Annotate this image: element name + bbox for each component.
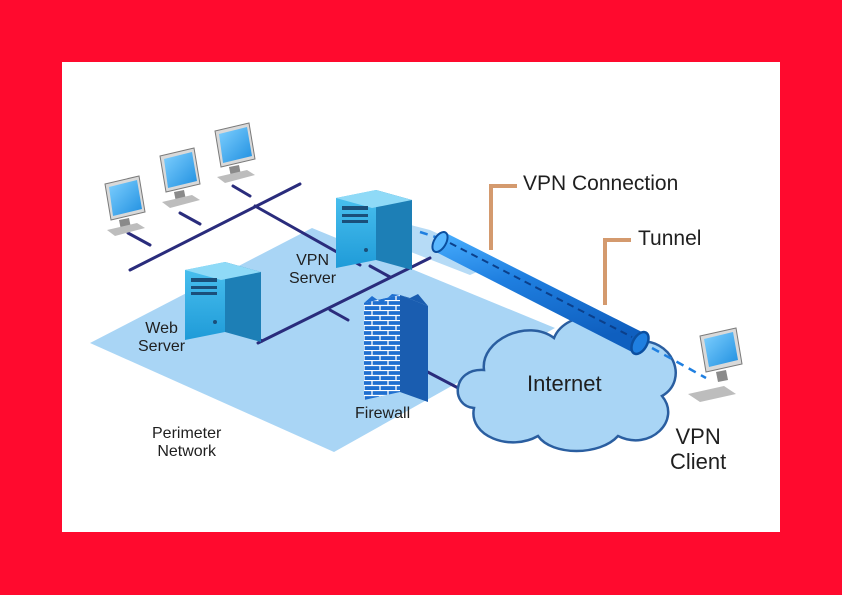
vpn-server-label: VPN Server — [289, 252, 336, 289]
vpn-server-label-line1: VPN — [296, 252, 330, 269]
workstation-icon — [104, 175, 146, 236]
perimeter-network-label-line2: Network — [157, 443, 217, 461]
vpn-client-label: VPN Client — [670, 424, 726, 475]
laptop-icon — [688, 327, 743, 402]
web-server-label: Web Server — [138, 320, 185, 357]
perimeter-network-label: Perimeter Network — [152, 425, 221, 462]
vpn-server-icon — [336, 190, 412, 270]
web-server-icon — [185, 262, 261, 342]
internet-label: Internet — [527, 371, 602, 396]
callout-leaders — [489, 184, 631, 305]
web-server-label-line2: Server — [138, 338, 186, 356]
vpn-tunnel — [419, 230, 707, 380]
workstation-icon — [159, 147, 201, 208]
perimeter-network-label-line1: Perimeter — [152, 425, 222, 442]
brick-firewall-icon — [364, 294, 428, 402]
vpn-server-label-line2: Server — [289, 270, 337, 288]
tunnel-callout: Tunnel — [638, 227, 702, 250]
vpn-connection-callout: VPN Connection — [523, 172, 679, 195]
firewall-label: Firewall — [355, 405, 411, 422]
vpn-client-label-line1: VPN — [675, 424, 721, 449]
web-server-label-line1: Web — [145, 320, 178, 337]
workstation-icon — [214, 122, 256, 183]
vpn-client-label-line2: Client — [670, 449, 727, 475]
